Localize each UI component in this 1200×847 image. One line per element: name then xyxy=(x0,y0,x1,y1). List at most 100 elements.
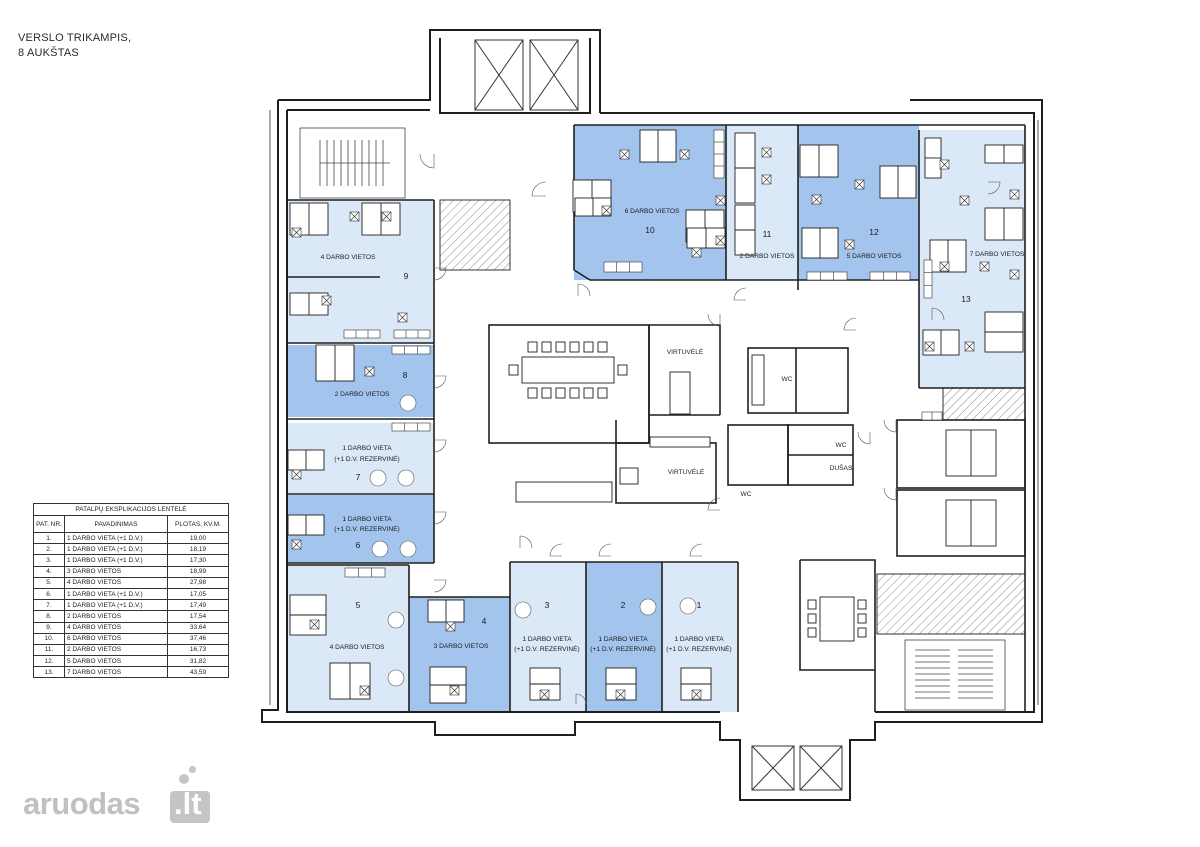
kitchen-island xyxy=(669,371,691,415)
hatched-shaft-1 xyxy=(439,199,511,271)
table-cell-area: 17,54 xyxy=(167,610,229,623)
cabinet xyxy=(806,271,848,281)
table-cell-nr: 10. xyxy=(33,632,65,645)
door-swing xyxy=(689,543,703,557)
conference-chair xyxy=(541,387,552,399)
kitchen-label-2: VIRTUVĖLĖ xyxy=(668,467,705,476)
table-cell-name: 2 DARBO VIETOS xyxy=(64,610,168,623)
door-swing xyxy=(598,543,612,557)
table-cell-area: 19,00 xyxy=(167,531,229,545)
door-swing xyxy=(883,419,897,433)
cabinet xyxy=(391,345,431,355)
shower-label: DUŠAS xyxy=(830,463,853,472)
table-cell-name: 1 DARBO VIETA (+1 D.V.) xyxy=(64,587,168,601)
round-table xyxy=(369,469,387,487)
table-cell-area: 31,82 xyxy=(167,655,229,668)
round-table xyxy=(387,611,405,629)
chair-x xyxy=(715,235,726,246)
chair-x xyxy=(291,469,302,480)
room-number-4: 4 xyxy=(482,616,487,626)
room-number-7: 7 xyxy=(356,472,361,482)
door-swing xyxy=(575,693,587,705)
room-label-6a: 1 DARBO VIETA xyxy=(342,516,392,523)
logo-box xyxy=(170,791,210,823)
logo-smoke-icon-2 xyxy=(189,766,196,773)
table-row: 3.1 DARBO VIETA (+1 D.V.)17,30 xyxy=(33,554,229,567)
conference-chair xyxy=(569,387,580,399)
stair-core-bottom xyxy=(904,639,1006,711)
conference-chair xyxy=(597,341,608,353)
room-label-1b: (+1 D.V. REZERVINĖ) xyxy=(666,644,731,653)
kitchen-counter xyxy=(515,481,613,503)
kitchen-label-1: VIRTUVĖLĖ xyxy=(667,347,704,356)
room-label-2a: 1 DARBO VIETA xyxy=(598,636,648,643)
wc-label-2: WC xyxy=(836,442,847,449)
logo-word: aruodas xyxy=(23,786,141,821)
chair-x xyxy=(924,341,935,352)
door-swing xyxy=(733,287,747,301)
table-cell-area: 17,49 xyxy=(167,599,229,612)
table-cell-nr: 4. xyxy=(33,565,65,578)
round-table xyxy=(639,598,657,616)
room-number-5: 5 xyxy=(356,600,361,610)
room-label-9: 4 DARBO VIETOS xyxy=(321,254,376,261)
chair-x xyxy=(761,174,772,185)
chair-x xyxy=(1009,189,1020,200)
room-label-11: 2 DARBO VIETOS xyxy=(740,253,795,260)
meeting-chair xyxy=(807,627,817,638)
table-cell-name: 5 DARBO VIETOS xyxy=(64,655,168,668)
room-number-6: 6 xyxy=(356,540,361,550)
room-label-4: 3 DARBO VIETOS xyxy=(434,643,489,650)
table-cell-name: 4 DARBO VIETOS xyxy=(64,621,168,634)
room-label-13: 7 DARBO VIETOS xyxy=(970,251,1025,258)
conference-chair xyxy=(617,364,628,376)
chair-x xyxy=(321,295,332,306)
meeting-chair xyxy=(807,599,817,610)
desks xyxy=(287,129,1024,704)
table-cell-nr: 13. xyxy=(33,666,65,679)
door-swing xyxy=(577,283,591,297)
door-swing xyxy=(433,579,447,593)
table-cell-name: 6 DARBO VIETOS xyxy=(64,632,168,645)
table-cell-nr: 8. xyxy=(33,610,65,623)
window-mullions xyxy=(269,110,1039,705)
table-row: 1.1 DARBO VIETA (+1 D.V.)19,00 xyxy=(33,531,229,545)
hatched-shaft-2 xyxy=(876,573,1026,635)
cabinet xyxy=(393,329,431,339)
cabinet xyxy=(391,422,431,432)
room-label-8: 2 DARBO VIETOS xyxy=(335,391,390,398)
door-swing xyxy=(707,313,721,327)
chair-x xyxy=(964,341,975,352)
door-swing xyxy=(433,511,447,525)
room-label-7a: 1 DARBO VIETA xyxy=(342,445,392,452)
room-number-10: 10 xyxy=(645,225,655,235)
table-cell-area: 43,59 xyxy=(167,666,229,679)
room-label-1a: 1 DARBO VIETA xyxy=(674,636,724,643)
chair-x xyxy=(449,685,460,696)
cabinet xyxy=(869,271,911,281)
wc-label-1: WC xyxy=(782,376,793,383)
table-cell-name: 1 DARBO VIETA (+1 D.V.) xyxy=(64,599,168,612)
table-row: 7.1 DARBO VIETA (+1 D.V.)17,49 xyxy=(33,599,229,612)
cabinets xyxy=(343,129,943,578)
room-label-2b: (+1 D.V. REZERVINĖ) xyxy=(590,644,655,653)
conference-chair xyxy=(541,341,552,353)
table-cell-area: 18,19 xyxy=(167,543,229,556)
table-header-nr: PAT. NR. xyxy=(33,515,65,533)
chair-x xyxy=(309,619,320,630)
table-cell-area: 18,99 xyxy=(167,565,229,578)
logo-tld: .lt xyxy=(174,786,202,821)
chair-x xyxy=(691,247,702,258)
meeting-chair xyxy=(857,599,867,610)
chair-x xyxy=(359,685,370,696)
door-swing xyxy=(419,153,435,169)
table-cell-area: 37,46 xyxy=(167,632,229,645)
interior-walls xyxy=(287,124,1026,712)
chair-x xyxy=(979,261,990,272)
building-walls xyxy=(261,29,1043,801)
chair-x xyxy=(619,149,630,160)
plan-title-line1: VERSLO TRIKAMPIS, xyxy=(18,32,132,44)
round-table xyxy=(371,540,389,558)
